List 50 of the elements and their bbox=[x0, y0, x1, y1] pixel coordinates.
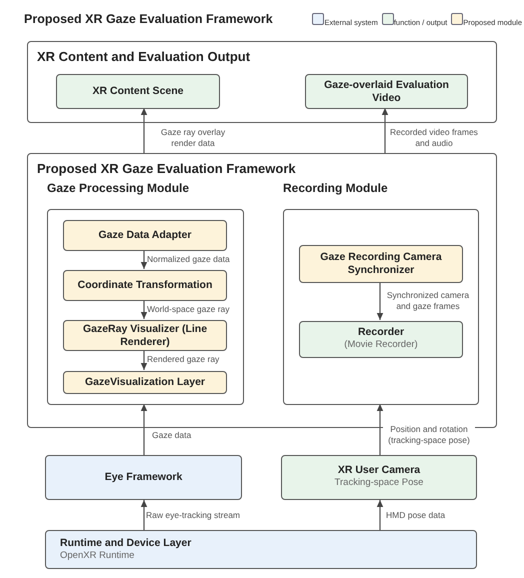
arrow bbox=[140, 404, 148, 455]
box-title: GazeRay Visualizer (Line Renderer) bbox=[82, 322, 208, 348]
process-box bbox=[63, 220, 227, 251]
box-subtitle: OpenXR Runtime bbox=[60, 550, 134, 562]
box-title: XR User Camera bbox=[338, 464, 420, 477]
edge-label: Normalized gaze data bbox=[147, 254, 230, 265]
box-subtitle: (Movie Recorder) bbox=[344, 338, 418, 351]
diagram-title: Proposed XR Gaze Evaluation Framework bbox=[24, 12, 273, 26]
box-title: XR Content Scene bbox=[92, 85, 184, 98]
arrow bbox=[140, 108, 148, 153]
module-heading: Gaze Processing Module bbox=[47, 181, 190, 195]
process-box bbox=[281, 455, 477, 500]
edge-label: Synchronized camera and gaze frames bbox=[384, 290, 472, 312]
module-heading: Recording Module bbox=[283, 181, 388, 195]
arrow bbox=[140, 300, 148, 319]
box-subtitle: Tracking-space Pose bbox=[334, 476, 424, 489]
box-title: Gaze Data Adapter bbox=[98, 229, 192, 242]
process-box bbox=[56, 74, 220, 109]
container-panel bbox=[27, 41, 497, 123]
box-title: Gaze-overlaid Evaluation Video bbox=[323, 78, 450, 104]
process-box bbox=[45, 530, 477, 569]
process-box bbox=[63, 270, 227, 301]
edge-label: Raw eye-tracking stream bbox=[146, 510, 240, 521]
arrow bbox=[140, 250, 148, 269]
box-title: GazeVisualization Layer bbox=[84, 376, 206, 389]
box-title: Eye Framework bbox=[104, 471, 182, 484]
process-box bbox=[45, 455, 242, 500]
edge-label: World-space gaze ray bbox=[147, 304, 230, 315]
edge-label: HMD pose data bbox=[386, 510, 446, 521]
edge-label: Position and rotation (tracking-space pose) bbox=[383, 424, 475, 446]
box-title: Runtime and Device Layer bbox=[60, 537, 192, 550]
edge-label: Gaze data bbox=[152, 430, 192, 441]
arrow bbox=[382, 108, 388, 153]
box-title: Gaze Recording Camera Synchronizer bbox=[319, 251, 443, 277]
box-title: Recorder bbox=[358, 326, 404, 339]
arrow bbox=[140, 500, 148, 530]
process-box bbox=[63, 320, 227, 351]
arrow bbox=[376, 500, 384, 530]
arrow bbox=[376, 282, 384, 320]
process-box bbox=[305, 74, 468, 109]
panel-heading: XR Content and Evaluation Output bbox=[37, 49, 250, 64]
process-box bbox=[63, 371, 227, 394]
edge-label: Rendered gaze ray bbox=[147, 354, 220, 365]
process-box bbox=[299, 321, 463, 358]
edge-label: Recorded video frames and audio bbox=[389, 127, 479, 148]
arrow bbox=[140, 350, 148, 370]
panel-heading: Proposed XR Gaze Evaluation Framework bbox=[37, 161, 296, 176]
arrow bbox=[376, 404, 384, 455]
process-box bbox=[299, 245, 463, 283]
box-title: Coordinate Transformation bbox=[78, 279, 212, 292]
